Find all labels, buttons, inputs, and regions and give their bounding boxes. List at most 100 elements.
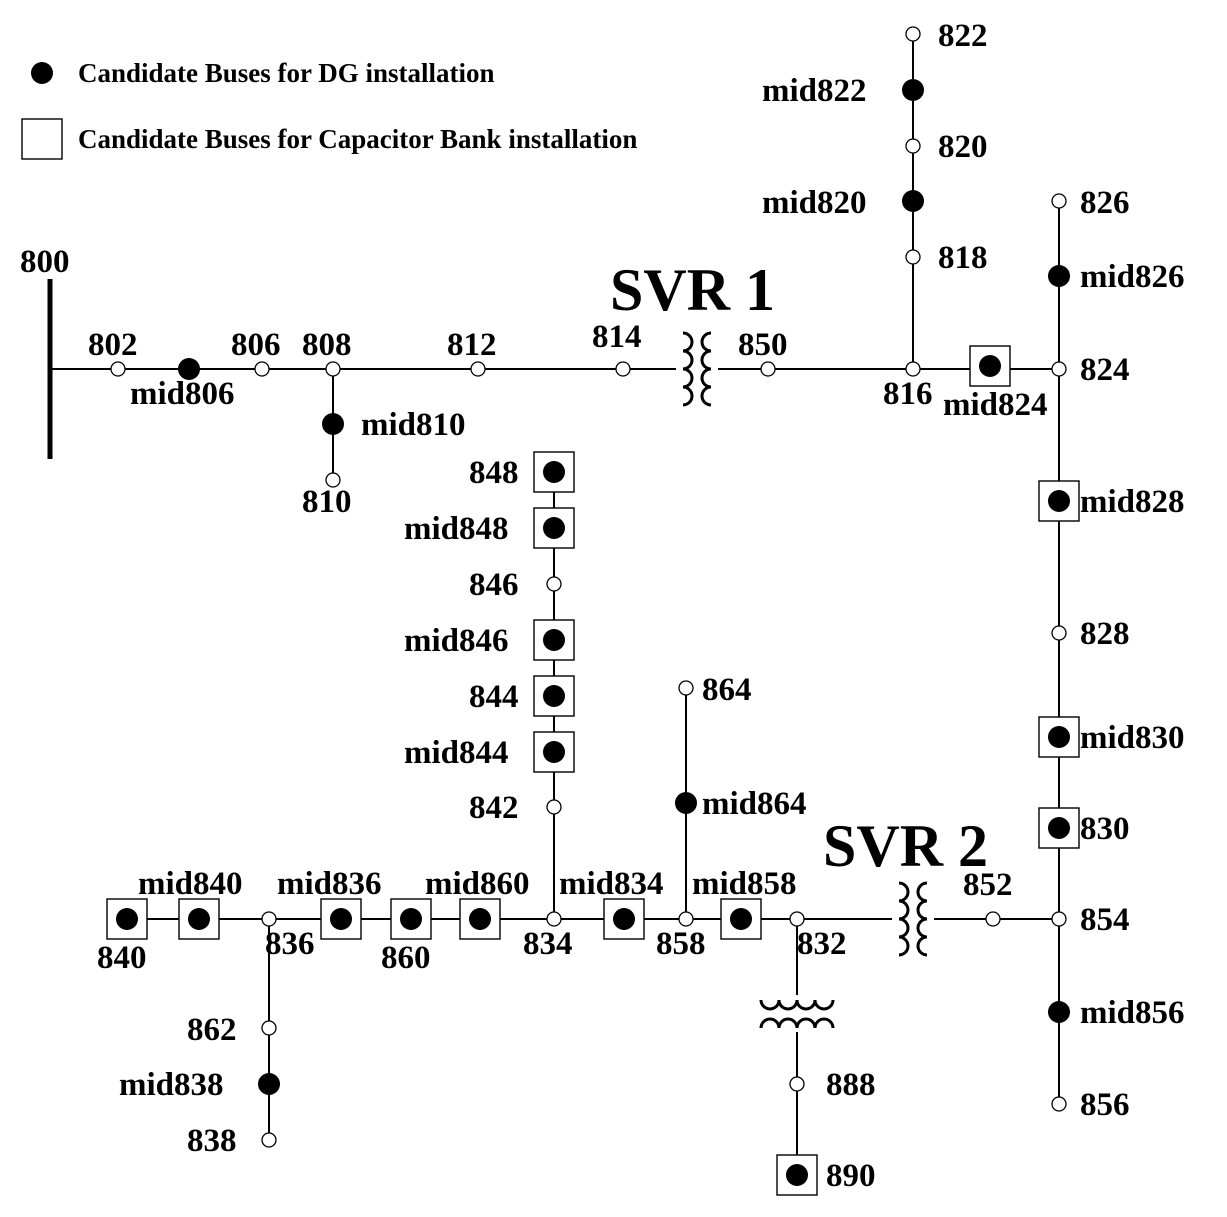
node-816: [905, 361, 921, 377]
dg-dot-mid810: [322, 413, 344, 435]
node-836: [261, 911, 277, 927]
node-834: [546, 911, 562, 927]
label-822: 822: [938, 18, 988, 54]
dg-dot-mid836: [330, 908, 352, 930]
label-846: 846: [469, 567, 519, 603]
node-810: [325, 472, 341, 488]
label-806: 806: [231, 327, 281, 363]
label-828: 828: [1080, 616, 1130, 652]
node-814: [615, 361, 631, 377]
label-888: 888: [826, 1067, 876, 1103]
dg-dot-848: [543, 461, 565, 483]
label-mid836: mid836: [277, 866, 382, 902]
label-mid822: mid822: [762, 73, 867, 109]
dg-dot-mid838: [258, 1073, 280, 1095]
capacitor-candidates: [106, 345, 1080, 1196]
dg-dot-mid830: [1048, 726, 1070, 748]
label-mid860: mid860: [425, 866, 530, 902]
dg-dot-mid840: [188, 908, 210, 930]
dg-dot-mid824: [979, 355, 1001, 377]
node-850: [760, 361, 776, 377]
label-842: 842: [469, 790, 519, 826]
dg-dot-890: [786, 1164, 808, 1186]
dg-dot-mid834: [613, 908, 635, 930]
dg-dot-840: [116, 908, 138, 930]
node-824: [1051, 361, 1067, 377]
node-858: [678, 911, 694, 927]
label-mid856: mid856: [1080, 995, 1185, 1031]
node-842: [546, 799, 562, 815]
label-848: 848: [469, 455, 519, 491]
node-802: [110, 361, 126, 377]
node-846: [546, 576, 562, 592]
dg-dot-mid822: [902, 79, 924, 101]
node-838: [261, 1132, 277, 1148]
label-mid830: mid830: [1080, 720, 1185, 756]
label-mid824: mid824: [943, 387, 1048, 423]
svr1-label: SVR 1: [610, 257, 775, 323]
svr2-label: SVR 2: [823, 813, 988, 879]
regular-buses: [110, 26, 1067, 1148]
label-838: 838: [187, 1123, 237, 1159]
label-800: 800: [20, 244, 70, 280]
label-mid806: mid806: [130, 376, 235, 412]
node-808: [325, 361, 341, 377]
node-822: [905, 26, 921, 42]
label-824: 824: [1080, 352, 1130, 388]
node-806: [254, 361, 270, 377]
label-852: 852: [963, 867, 1013, 903]
dg-dot-mid856: [1048, 1001, 1070, 1023]
bus-labels: 800 802 mid806 806 808 mid810 810 812 81…: [20, 18, 1185, 1194]
label-836: 836: [265, 926, 315, 962]
label-834: 834: [523, 926, 573, 962]
node-852: [985, 911, 1001, 927]
dg-dot-mid860: [469, 908, 491, 930]
label-mid810: mid810: [361, 407, 466, 443]
label-810: 810: [302, 484, 352, 520]
label-860: 860: [381, 940, 431, 976]
dg-dot-860: [400, 908, 422, 930]
dg-dot-mid858: [730, 908, 752, 930]
label-820: 820: [938, 129, 988, 165]
node-888: [789, 1076, 805, 1092]
dg-dot-mid826: [1048, 265, 1070, 287]
label-802: 802: [88, 327, 138, 363]
node-820: [905, 138, 921, 154]
node-818: [905, 249, 921, 265]
node-828: [1051, 625, 1067, 641]
legend: Candidate Buses for DG installation Cand…: [21, 58, 637, 160]
dg-dot-830: [1048, 817, 1070, 839]
label-850: 850: [738, 327, 788, 363]
label-mid828: mid828: [1080, 484, 1185, 520]
label-812: 812: [447, 327, 497, 363]
label-mid834: mid834: [559, 866, 664, 902]
svr1-transformer: [682, 331, 712, 407]
node-856: [1051, 1096, 1067, 1112]
node-864: [678, 680, 694, 696]
node-854: [1051, 911, 1067, 927]
label-864: 864: [702, 672, 752, 708]
label-818: 818: [938, 240, 988, 276]
legend-dg-label: Candidate Buses for DG installation: [78, 58, 495, 88]
svr2-transformer: [898, 881, 928, 957]
label-814: 814: [592, 319, 642, 355]
label-858: 858: [656, 926, 706, 962]
node-862: [261, 1020, 277, 1036]
label-mid848: mid848: [404, 511, 509, 547]
dg-dot-mid846: [543, 629, 565, 651]
label-862: 862: [187, 1012, 237, 1048]
label-mid826: mid826: [1080, 259, 1185, 295]
label-mid844: mid844: [404, 735, 509, 771]
label-mid846: mid846: [404, 623, 509, 659]
label-830: 830: [1080, 811, 1130, 847]
dg-dot-mid844: [543, 741, 565, 763]
node-832: [789, 911, 805, 927]
dg-dot-mid864: [675, 792, 697, 814]
label-854: 854: [1080, 902, 1130, 938]
dg-dot-mid820: [902, 190, 924, 212]
dg-candidates: [116, 79, 1070, 1186]
node-826: [1051, 193, 1067, 209]
label-mid820: mid820: [762, 185, 867, 221]
label-816: 816: [883, 376, 933, 412]
